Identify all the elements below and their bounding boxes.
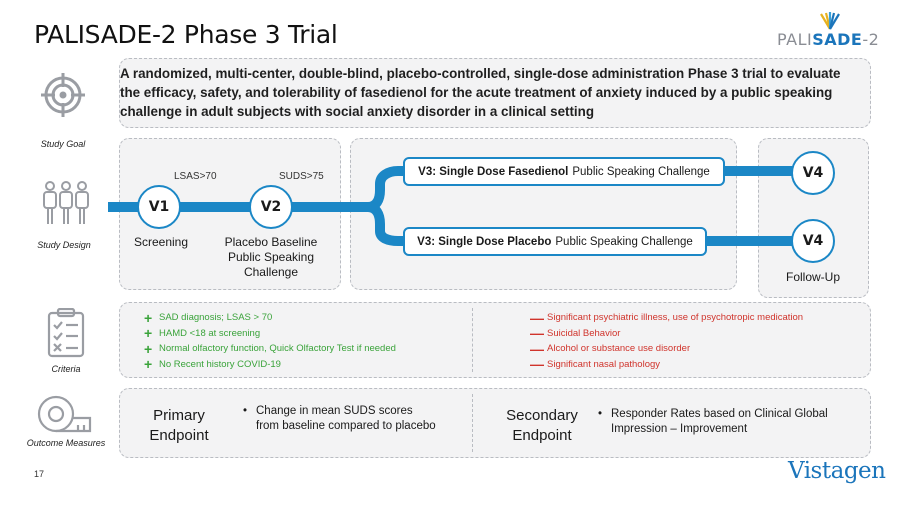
inclusion-item: +Normal olfactory function, Quick Olfact… xyxy=(144,340,396,357)
secondary-endpoint-text: •Responder Rates based on Clinical Globa… xyxy=(598,408,828,435)
minus-icon: — xyxy=(530,356,544,373)
logo-text: PALISADE-2 xyxy=(777,30,880,49)
criteria-divider xyxy=(472,308,473,372)
exclusion-item: —Significant psychiatric illness, use of… xyxy=(530,309,804,326)
suds-threshold: SUDS>75 xyxy=(279,171,324,182)
inclusion-criteria: +SAD diagnosis; LSAS > 70 +HAMD <18 at s… xyxy=(144,310,396,372)
plus-icon: + xyxy=(144,340,153,357)
followup-label: Follow-Up xyxy=(785,270,840,284)
placebo-baseline-label: Placebo Baseline Public Speaking Challen… xyxy=(224,235,318,279)
plus-icon: + xyxy=(144,325,153,342)
primary-endpoint-title: Primary Endpoint xyxy=(149,407,209,444)
criteria-box xyxy=(119,302,871,378)
screening-label: Screening xyxy=(133,235,189,249)
plus-icon: + xyxy=(144,356,153,373)
minus-icon: — xyxy=(530,340,544,357)
visit-v1: V1 xyxy=(137,185,181,229)
branch-lower xyxy=(367,202,415,246)
primary-endpoint-text: •Change in mean SUDS scores from baselin… xyxy=(243,405,436,432)
exclusion-criteria: —Significant psychiatric illness, use of… xyxy=(530,310,803,372)
page-title: PALISADE-2 Phase 3 Trial xyxy=(34,20,338,49)
exclusion-item: —Suicidal Behavior xyxy=(530,325,621,342)
page-number: 17 xyxy=(34,469,45,479)
plus-icon: + xyxy=(144,309,153,326)
people-icon xyxy=(43,181,89,224)
minus-icon: — xyxy=(530,325,544,342)
lsas-threshold: LSAS>70 xyxy=(174,171,217,182)
inclusion-item: +HAMD <18 at screening xyxy=(144,325,261,342)
visit-v4-placebo: V4 xyxy=(791,219,835,263)
visit-v2: V2 xyxy=(249,185,293,229)
study-goal-label: Study Goal xyxy=(40,139,86,149)
target-icon xyxy=(41,73,85,117)
study-design-label: Study Design xyxy=(37,240,91,250)
visit-v4-fasedienol: V4 xyxy=(791,151,835,195)
study-goal-box xyxy=(119,58,871,128)
minus-icon: — xyxy=(530,309,544,326)
logo-fan-icon xyxy=(820,12,840,30)
vistagen-logo: Vistagen xyxy=(788,458,886,484)
inclusion-item: +No Recent history COVID-19 xyxy=(144,356,281,373)
secondary-endpoint-title: Secondary Endpoint xyxy=(506,407,578,444)
criteria-label: Criteria xyxy=(51,364,81,374)
clipboard-checklist-icon xyxy=(47,308,85,358)
inclusion-item: +SAD diagnosis; LSAS > 70 xyxy=(144,309,273,326)
outcome-box xyxy=(119,388,871,458)
outcome-divider xyxy=(472,394,473,452)
outcome-measures-label: Outcome Measures xyxy=(26,438,106,448)
measuring-tape-icon xyxy=(37,395,92,433)
study-goal-text: A randomized, multi-center, double-blind… xyxy=(120,66,841,119)
exclusion-item: —Significant nasal pathology xyxy=(530,356,661,373)
palisade-logo: PALISADE-2 xyxy=(777,12,887,52)
exclusion-item: —Alcohol or substance use disorder xyxy=(530,340,691,357)
